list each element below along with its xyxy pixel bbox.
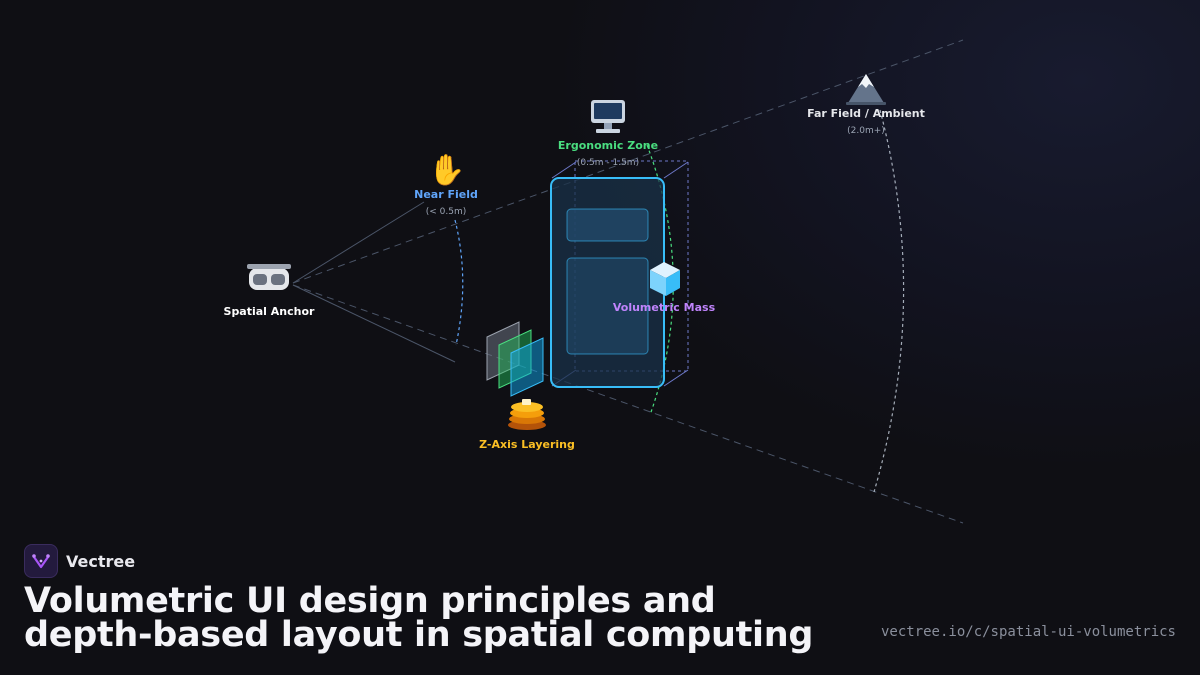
page-url[interactable]: vectree.io/c/spatial-ui-volumetrics [880,624,1176,640]
brand: Vectree [24,544,135,578]
panel-depth-edge [663,369,689,387]
panel-content-block [566,257,649,355]
frustum-lower-solid [292,284,456,363]
near-field-label: Near Field [414,188,478,201]
near-field-arc [454,219,464,346]
z-axis-layering-label: Z-Axis Layering [479,438,575,451]
node-z-axis-layering: Z-Axis Layering [479,399,575,451]
z-axis-layers [486,321,544,397]
mountain-icon [846,74,886,105]
view-frustum [292,39,964,524]
volumetric-panel [550,160,689,388]
ergonomic-zone-label: Ergonomic Zone [558,139,658,152]
near-field-distance: (< 0.5m) [426,207,467,217]
frustum-lower-dashed [292,284,964,524]
pancakes-icon [508,399,546,430]
brand-name: Vectree [66,551,136,571]
desktop-computer-icon [591,100,625,133]
raised-hand-icon: ✋ [428,152,465,188]
layer-plane-cyan [510,337,544,397]
spatial-anchor-label: Spatial Anchor [224,305,316,318]
node-ergonomic-zone: Ergonomic Zone (0.5m - 1.5m) [558,100,658,168]
vectree-logo-icon [24,544,58,578]
ice-cube-icon [650,262,680,296]
panel-header-block [566,208,649,242]
far-field-label: Far Field / Ambient [807,107,925,120]
node-far-field: Far Field / Ambient (2.0m+) [807,74,925,136]
far-field-arc [873,109,905,493]
page-title: Volumetric UI design principles and dept… [24,581,814,655]
panel-depth-edge [663,161,689,179]
volumetric-mass-label: Volumetric Mass [613,301,716,314]
node-spatial-anchor: Spatial Anchor [224,264,316,318]
node-near-field: ✋ Near Field (< 0.5m) [414,152,478,217]
frustum-upper-solid [292,201,425,284]
far-field-distance: (2.0m+) [847,126,885,136]
node-volumetric-mass: Volumetric Mass [613,262,716,314]
panel-depth-edge [551,161,577,179]
ergonomic-zone-distance: (0.5m - 1.5m) [577,158,639,168]
frustum-upper-dashed [292,39,964,284]
vr-headset-icon [247,264,291,290]
